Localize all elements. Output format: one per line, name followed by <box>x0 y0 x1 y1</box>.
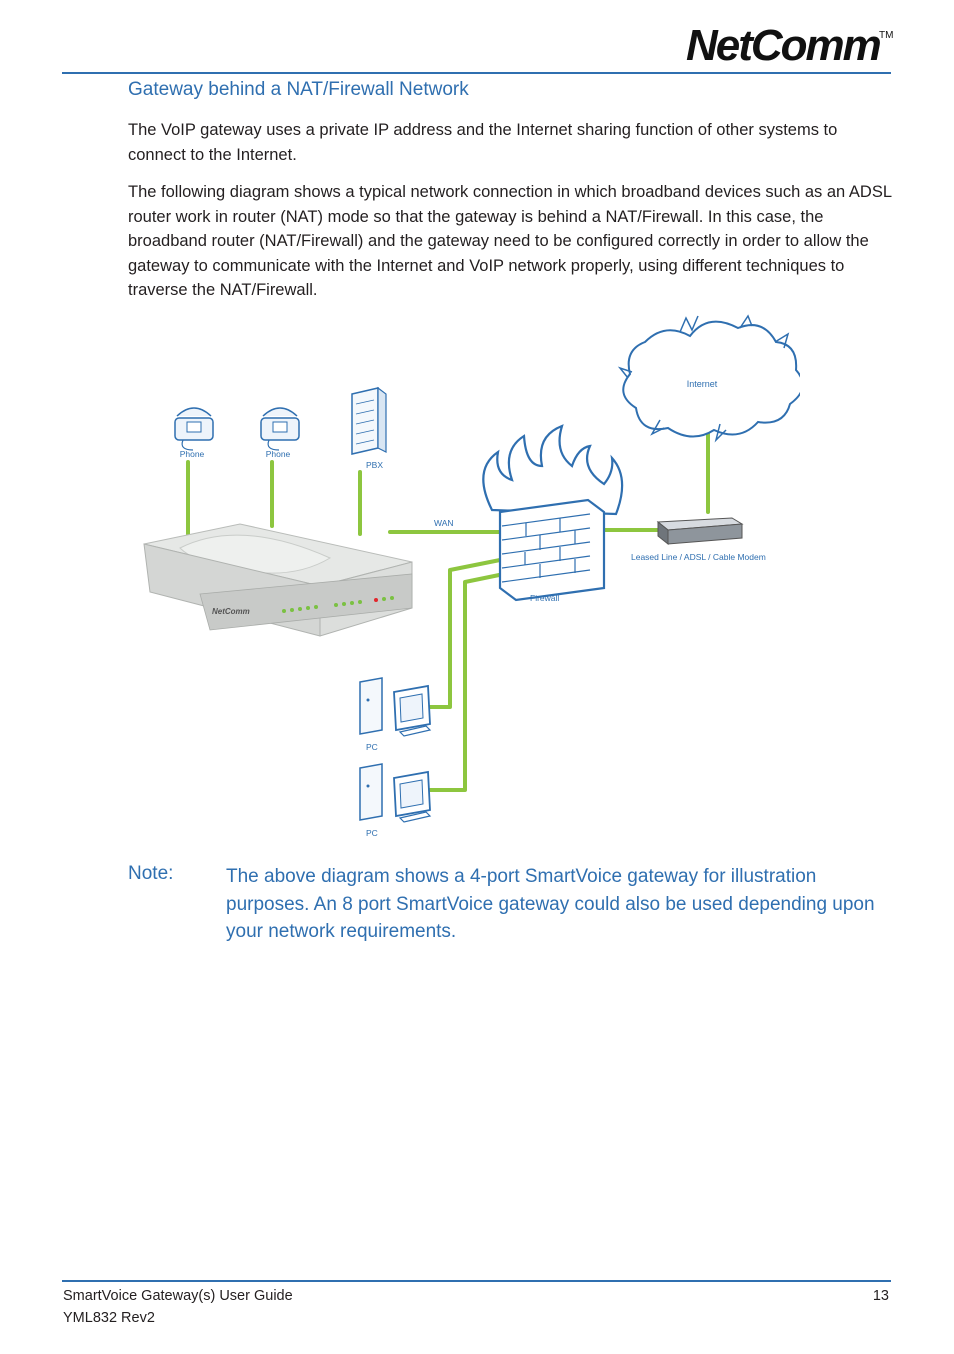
note-text: The above diagram shows a 4-port SmartVo… <box>226 866 875 942</box>
pbx-label: PBX <box>366 460 383 470</box>
logo-wordmark: NetComm <box>686 21 882 70</box>
pc2-label: PC <box>366 828 378 838</box>
note-label: Note: <box>128 863 174 884</box>
modem-label: Leased Line / ADSL / Cable Modem <box>631 552 766 562</box>
section-heading: Gateway behind a NAT/Firewall Network <box>128 79 469 100</box>
phone2-label: Phone <box>266 449 291 459</box>
phone1-label: Phone <box>180 449 205 459</box>
pc-icon: PC <box>359 763 432 838</box>
footer-title: SmartVoice Gateway(s) User Guide <box>63 1288 293 1304</box>
gateway-brand-label: NetComm <box>212 607 250 616</box>
internet-label: Internet <box>687 379 718 389</box>
intro-paragraph: The VoIP gateway uses a private IP addre… <box>128 121 838 164</box>
pc2-link <box>428 572 506 792</box>
footer-rule <box>62 1280 891 1282</box>
wan-label: WAN <box>434 518 454 528</box>
modem-icon: Leased Line / ADSL / Cable Modem <box>631 517 766 562</box>
firewall-icon: Firewall <box>482 424 624 603</box>
page-number: 13 <box>872 1288 889 1304</box>
diagram-description-paragraph: The following diagram shows a typical ne… <box>128 183 892 299</box>
pc-icon: PC <box>359 677 432 752</box>
internet-cloud: Internet <box>617 314 800 443</box>
logo-trademark: TM <box>879 30 894 41</box>
firewall-label: Firewall <box>530 593 559 603</box>
pbx-icon: PBX <box>351 386 387 470</box>
pc1-link <box>428 558 502 709</box>
netcomm-logo: NetComm TM <box>686 21 894 70</box>
network-diagram: Internet Phone Phone PBX WAN <box>143 314 800 838</box>
footer-revision: YML832 Rev2 <box>63 1310 155 1326</box>
phone-icon: Phone <box>260 407 300 459</box>
gateway-device-icon: NetComm <box>143 523 413 637</box>
phone-icon: Phone <box>174 407 214 459</box>
header-rule <box>62 72 891 74</box>
pc1-label: PC <box>366 742 378 752</box>
